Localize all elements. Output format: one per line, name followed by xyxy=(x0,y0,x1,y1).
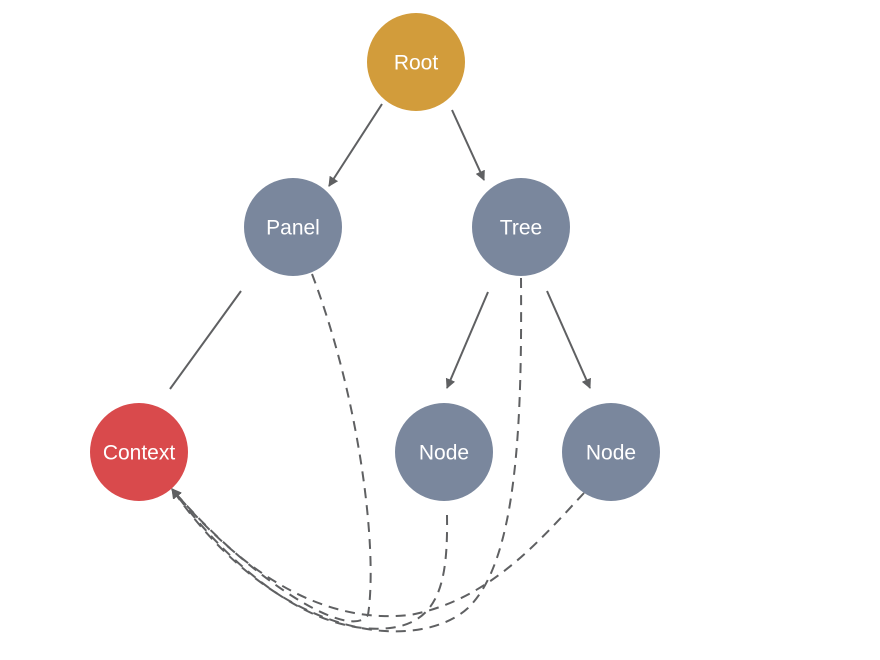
edge-tree-node-left xyxy=(445,291,489,389)
solid-edges xyxy=(169,103,591,390)
dashed-edges xyxy=(171,273,585,633)
node-context[interactable]: Context xyxy=(90,403,188,501)
node-right-label: Node xyxy=(586,442,636,465)
node-tree-circle xyxy=(472,178,570,276)
edge-node-left-context-dashed xyxy=(171,488,449,630)
node-right-circle xyxy=(562,403,660,501)
node-tree[interactable]: Tree xyxy=(472,178,570,276)
node-panel[interactable]: Panel xyxy=(244,178,342,276)
node-context-circle xyxy=(90,403,188,501)
edge-root-panel xyxy=(328,103,383,187)
node-root-label: Root xyxy=(394,52,439,75)
edge-node-right-context-dashed xyxy=(171,488,585,618)
node-left-label: Node xyxy=(419,442,469,465)
node-left-circle xyxy=(395,403,493,501)
node-panel-label: Panel xyxy=(266,217,320,240)
node-left[interactable]: Node xyxy=(395,403,493,501)
node-root-circle xyxy=(367,13,465,111)
node-context-label: Context xyxy=(103,442,176,465)
edge-tree-node-right xyxy=(546,290,591,389)
edge-root-tree xyxy=(451,109,485,181)
edge-tree-context-dashed xyxy=(171,277,523,633)
node-panel-circle xyxy=(244,178,342,276)
node-root[interactable]: Root xyxy=(367,13,465,111)
edge-panel-context xyxy=(169,290,242,390)
edge-panel-context-dashed xyxy=(171,273,372,623)
node-right[interactable]: Node xyxy=(562,403,660,501)
node-tree-label: Tree xyxy=(500,217,542,240)
